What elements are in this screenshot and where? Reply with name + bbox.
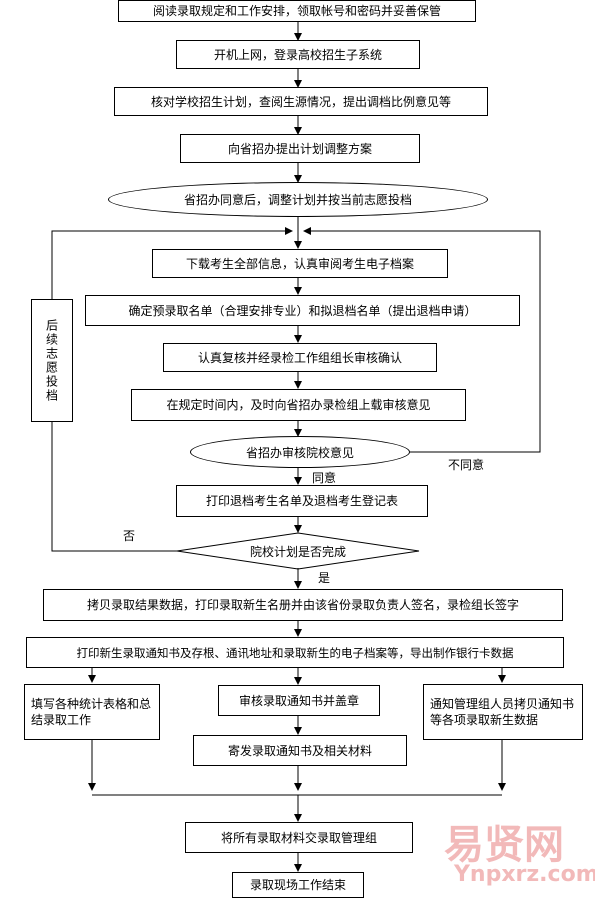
step-propose-adjustment: 向省招办提出计划调整方案 (180, 134, 420, 163)
step-fill-statistics: 填写各种统计表格和总结录取工作 (24, 684, 160, 740)
step-check-plan: 核对学校招生计划，查阅生源情况，提出调档比例意见等 (114, 87, 488, 116)
label-yes: 是 (318, 571, 331, 585)
decision-plan-complete: 院校计划是否完成 (249, 545, 346, 559)
label-no: 否 (123, 529, 136, 543)
step-end: 录取现场工作结束 (232, 872, 364, 898)
step-notify-management: 通知管理组人员拷贝通知书等各项录取新生数据 (423, 684, 583, 740)
step-review-confirm: 认真复核并经录检工作组组长审核确认 (163, 343, 437, 372)
step-copy-results: 拷贝录取结果数据，打印录取新生名册并由该省份录取负责人签名，录检组长签字 (43, 589, 563, 621)
watermark-logo: 易贤网 (444, 822, 564, 868)
label-agree: 同意 (312, 471, 337, 485)
step-confirm-lists: 确定预录取名单（合理安排专业）和拟退档名单（提出退档申请） (85, 295, 520, 326)
step-mail-notices: 寄发录取通知书及相关材料 (193, 735, 407, 766)
step-adjust-and-dispatch: 省招办同意后，调整计划并按当前志愿投档 (108, 182, 488, 217)
disagree-loop (303, 227, 541, 453)
decision-diamond-shape (176, 532, 420, 570)
step-read-rules: 阅读录取规定和工作安排，领取帐号和密码并妥善保管 (118, 0, 476, 22)
step-print-withdrawal: 打印退档考生名单及退档考生登记表 (176, 485, 428, 517)
subsequent-choice-label: 后续志愿投档 (44, 318, 59, 403)
step-print-notices: 打印新生录取通知书及存根、通讯地址和录取新生的电子档案等，导出制作银行卡数据 (26, 637, 564, 668)
step-office-review: 省招办审核院校意见 (190, 436, 410, 468)
step-stamp-notices: 审核录取通知书并盖章 (218, 685, 380, 716)
watermark-url: Ynpxrz.com (454, 862, 595, 887)
step-handover-materials: 将所有录取材料交录取管理组 (185, 822, 413, 853)
step-download-info: 下载考生全部信息，认真审阅考生电子档案 (152, 249, 448, 278)
label-disagree: 不同意 (448, 458, 485, 472)
step-login-system: 开机上网，登录高校招生子系统 (176, 40, 420, 69)
subsequent-choice-box: 后续志愿投档 (31, 299, 73, 422)
step-upload-opinion: 在规定时间内，及时向省招办录检组上载审核意见 (131, 389, 466, 421)
